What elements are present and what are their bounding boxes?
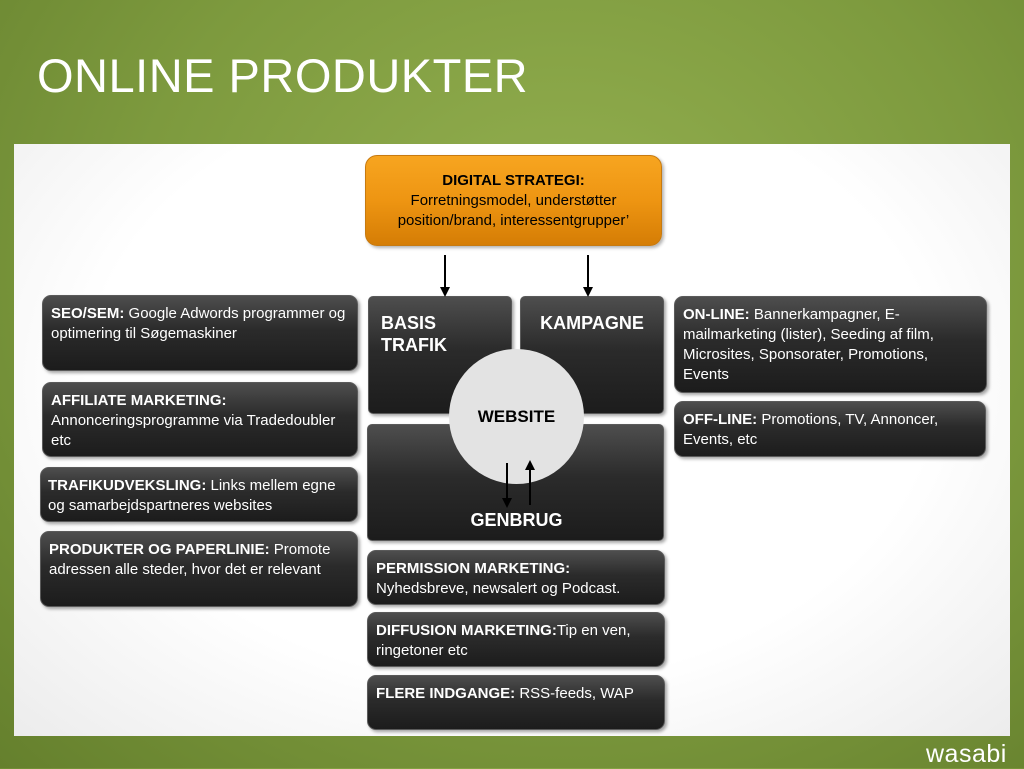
flere-indgange-box: FLERE INDGANGE: RSS-feeds, WAP [367, 675, 665, 730]
diffusion-marketing-text: Tip en ven, ringetoner etc [376, 622, 631, 659]
affiliate-marketing-text: Annonceringsprogramme via Tradedoubler e… [51, 412, 336, 449]
seo-sem-text: Google Adwords programmer og optimering … [51, 305, 346, 342]
seo-sem-box: SEO/SEM: Google Adwords programmer og op… [42, 295, 358, 371]
flere-indgange-label: FLERE INDGANGE: [376, 685, 516, 702]
permission-marketing-label: PERMISSION MARKETING: [376, 560, 571, 577]
permission-marketing-box: PERMISSION MARKETING: Nyhedsbreve, newsa… [367, 550, 665, 605]
trafikudveksling-text: Links mellem egne og samarbejdspartneres… [48, 477, 336, 514]
wasabi-logo: wasabi [926, 740, 1007, 768]
produkter-paperlinie-text: Promote adressen alle steder, hvor det e… [49, 541, 331, 578]
on-line-text: Bannerkampagner, E-mailmarketing (lister… [683, 306, 934, 383]
strategy-line-1: Forretningsmodel, understøtter [410, 192, 617, 209]
produkter-paperlinie-box: PRODUKTER OG PAPERLINIE: Promote adresse… [40, 531, 358, 607]
affiliate-marketing-label: AFFILIATE MARKETING: [51, 392, 227, 409]
off-line-label: OFF-LINE: [683, 411, 758, 428]
on-line-box: ON-LINE: Bannerkampagner, E-mailmarketin… [674, 296, 987, 393]
permission-marketing-text: Nyhedsbreve, newsalert og Podcast. [376, 580, 621, 597]
strategy-line-2: position/brand, interessentgrupper’ [397, 212, 630, 229]
off-line-text: Promotions, TV, Annoncer, Events, etc [683, 411, 939, 448]
produkter-paperlinie-label: PRODUKTER OG PAPERLINIE: [49, 541, 270, 558]
kampagne-label: KAMPAGNE [540, 313, 644, 333]
trafikudveksling-box: TRAFIKUDVEKSLING: Links mellem egne og s… [40, 467, 358, 522]
seo-sem-label: SEO/SEM: [51, 305, 125, 322]
flere-indgange-text: RSS-feeds, WAP [519, 685, 634, 702]
digital-strategy-box: DIGITAL STRATEGI: Forretningsmodel, unde… [365, 155, 662, 246]
on-line-label: ON-LINE: [683, 306, 750, 323]
diffusion-marketing-box: DIFFUSION MARKETING:Tip en ven, ringeton… [367, 612, 665, 667]
slide-title: ONLINE PRODUKTER [37, 49, 529, 102]
trafikudveksling-label: TRAFIKUDVEKSLING: [48, 477, 207, 494]
diffusion-marketing-label: DIFFUSION MARKETING: [376, 622, 557, 639]
website-label: WEBSITE [477, 406, 556, 426]
strategy-heading: DIGITAL STRATEGI: [442, 172, 585, 189]
website-circle: WEBSITE [449, 349, 584, 484]
basis-trafik-label: BASIS TRAFIK [381, 313, 447, 355]
genbrug-label: GENBRUG [470, 510, 563, 530]
off-line-box: OFF-LINE: Promotions, TV, Annoncer, Even… [674, 401, 986, 457]
affiliate-marketing-box: AFFILIATE MARKETING: Annonceringsprogram… [42, 382, 358, 457]
